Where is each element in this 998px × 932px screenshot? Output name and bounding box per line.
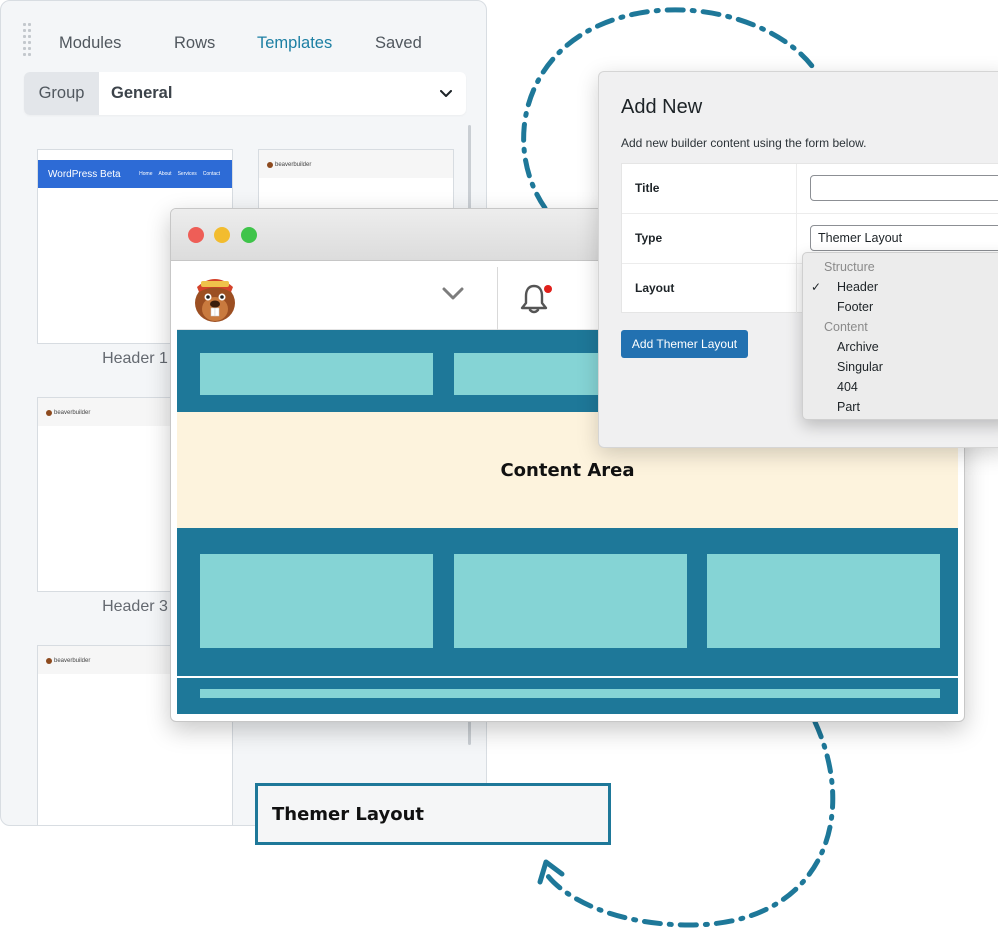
layout-dropdown-menu: Structure ✓ Header Footer Content Archiv…: [802, 252, 998, 420]
dropdown-option-part[interactable]: Part: [837, 400, 860, 414]
form-row-type: Type Themer Layout: [622, 214, 998, 264]
connector-arrow-top: [521, 7, 818, 211]
footer-band: [177, 528, 958, 676]
dialog-description: Add new builder content using the form b…: [621, 136, 867, 150]
close-window-icon[interactable]: [188, 227, 204, 243]
type-label: Type: [635, 231, 663, 245]
header-divider: [497, 267, 498, 330]
group-select[interactable]: Group General: [24, 72, 466, 115]
themer-layout-callout: Themer Layout: [255, 783, 611, 845]
dropdown-option-footer[interactable]: Footer: [837, 300, 874, 314]
maximize-window-icon[interactable]: [241, 227, 257, 243]
template-label-header-1: Header 1: [102, 350, 168, 367]
footer-bar-block: [200, 689, 940, 698]
template-label-header-3: Header 3: [102, 598, 168, 615]
site-preview: Content Area: [177, 267, 958, 714]
form-row-title: Title: [622, 164, 998, 214]
group-value: General: [111, 84, 173, 102]
template-preview-logo: beaverbuilder: [46, 410, 90, 416]
footer-block: [454, 554, 687, 648]
chevron-down-icon[interactable]: [442, 287, 464, 301]
chevron-down-icon[interactable]: [426, 89, 466, 98]
layout-label: Layout: [635, 281, 675, 295]
dropdown-option-singular[interactable]: Singular: [837, 360, 883, 374]
template-preview-logo: beaverbuilder: [46, 658, 90, 664]
group-label: Group: [24, 72, 99, 115]
content-area-label: Content Area: [500, 459, 635, 481]
dropdown-option-header[interactable]: ✓ Header: [803, 277, 998, 297]
template-preview-brand: WordPress Beta: [48, 168, 121, 180]
type-select[interactable]: Themer Layout: [810, 225, 998, 251]
browser-window: Content Area: [170, 208, 965, 722]
form-row-layout: Layout: [622, 264, 998, 314]
dropdown-option-404[interactable]: 404: [837, 380, 858, 394]
tab-modules[interactable]: Modules: [59, 34, 122, 52]
beaver-logo-icon: [195, 279, 235, 322]
arrowhead-icon: [537, 859, 565, 885]
add-themer-layout-button[interactable]: Add Themer Layout: [621, 330, 748, 358]
title-input[interactable]: [810, 175, 998, 201]
checkmark-icon: ✓: [811, 280, 822, 294]
footer-block: [707, 554, 940, 648]
footer-bar: [177, 678, 958, 714]
drag-handle-icon[interactable]: [23, 23, 31, 57]
template-preview-logo: beaverbuilder: [267, 162, 311, 168]
callout-label: Themer Layout: [272, 803, 424, 825]
bell-icon[interactable]: [519, 283, 549, 315]
dropdown-option-archive[interactable]: Archive: [837, 340, 879, 354]
tab-templates[interactable]: Templates: [257, 34, 333, 52]
minimize-window-icon[interactable]: [214, 227, 230, 243]
header-block: [200, 353, 433, 395]
dropdown-group-content: Content: [824, 320, 868, 334]
template-preview-nav: Home About Services Contact: [139, 171, 220, 177]
dialog-title: Add New: [621, 96, 703, 118]
connector-arrow-bottom: [542, 719, 836, 928]
tab-saved[interactable]: Saved: [375, 34, 422, 52]
dropdown-group-structure: Structure: [824, 260, 875, 274]
notification-badge: [544, 285, 552, 293]
footer-block: [200, 554, 433, 648]
tab-rows[interactable]: Rows: [174, 34, 216, 52]
title-label: Title: [635, 181, 660, 195]
